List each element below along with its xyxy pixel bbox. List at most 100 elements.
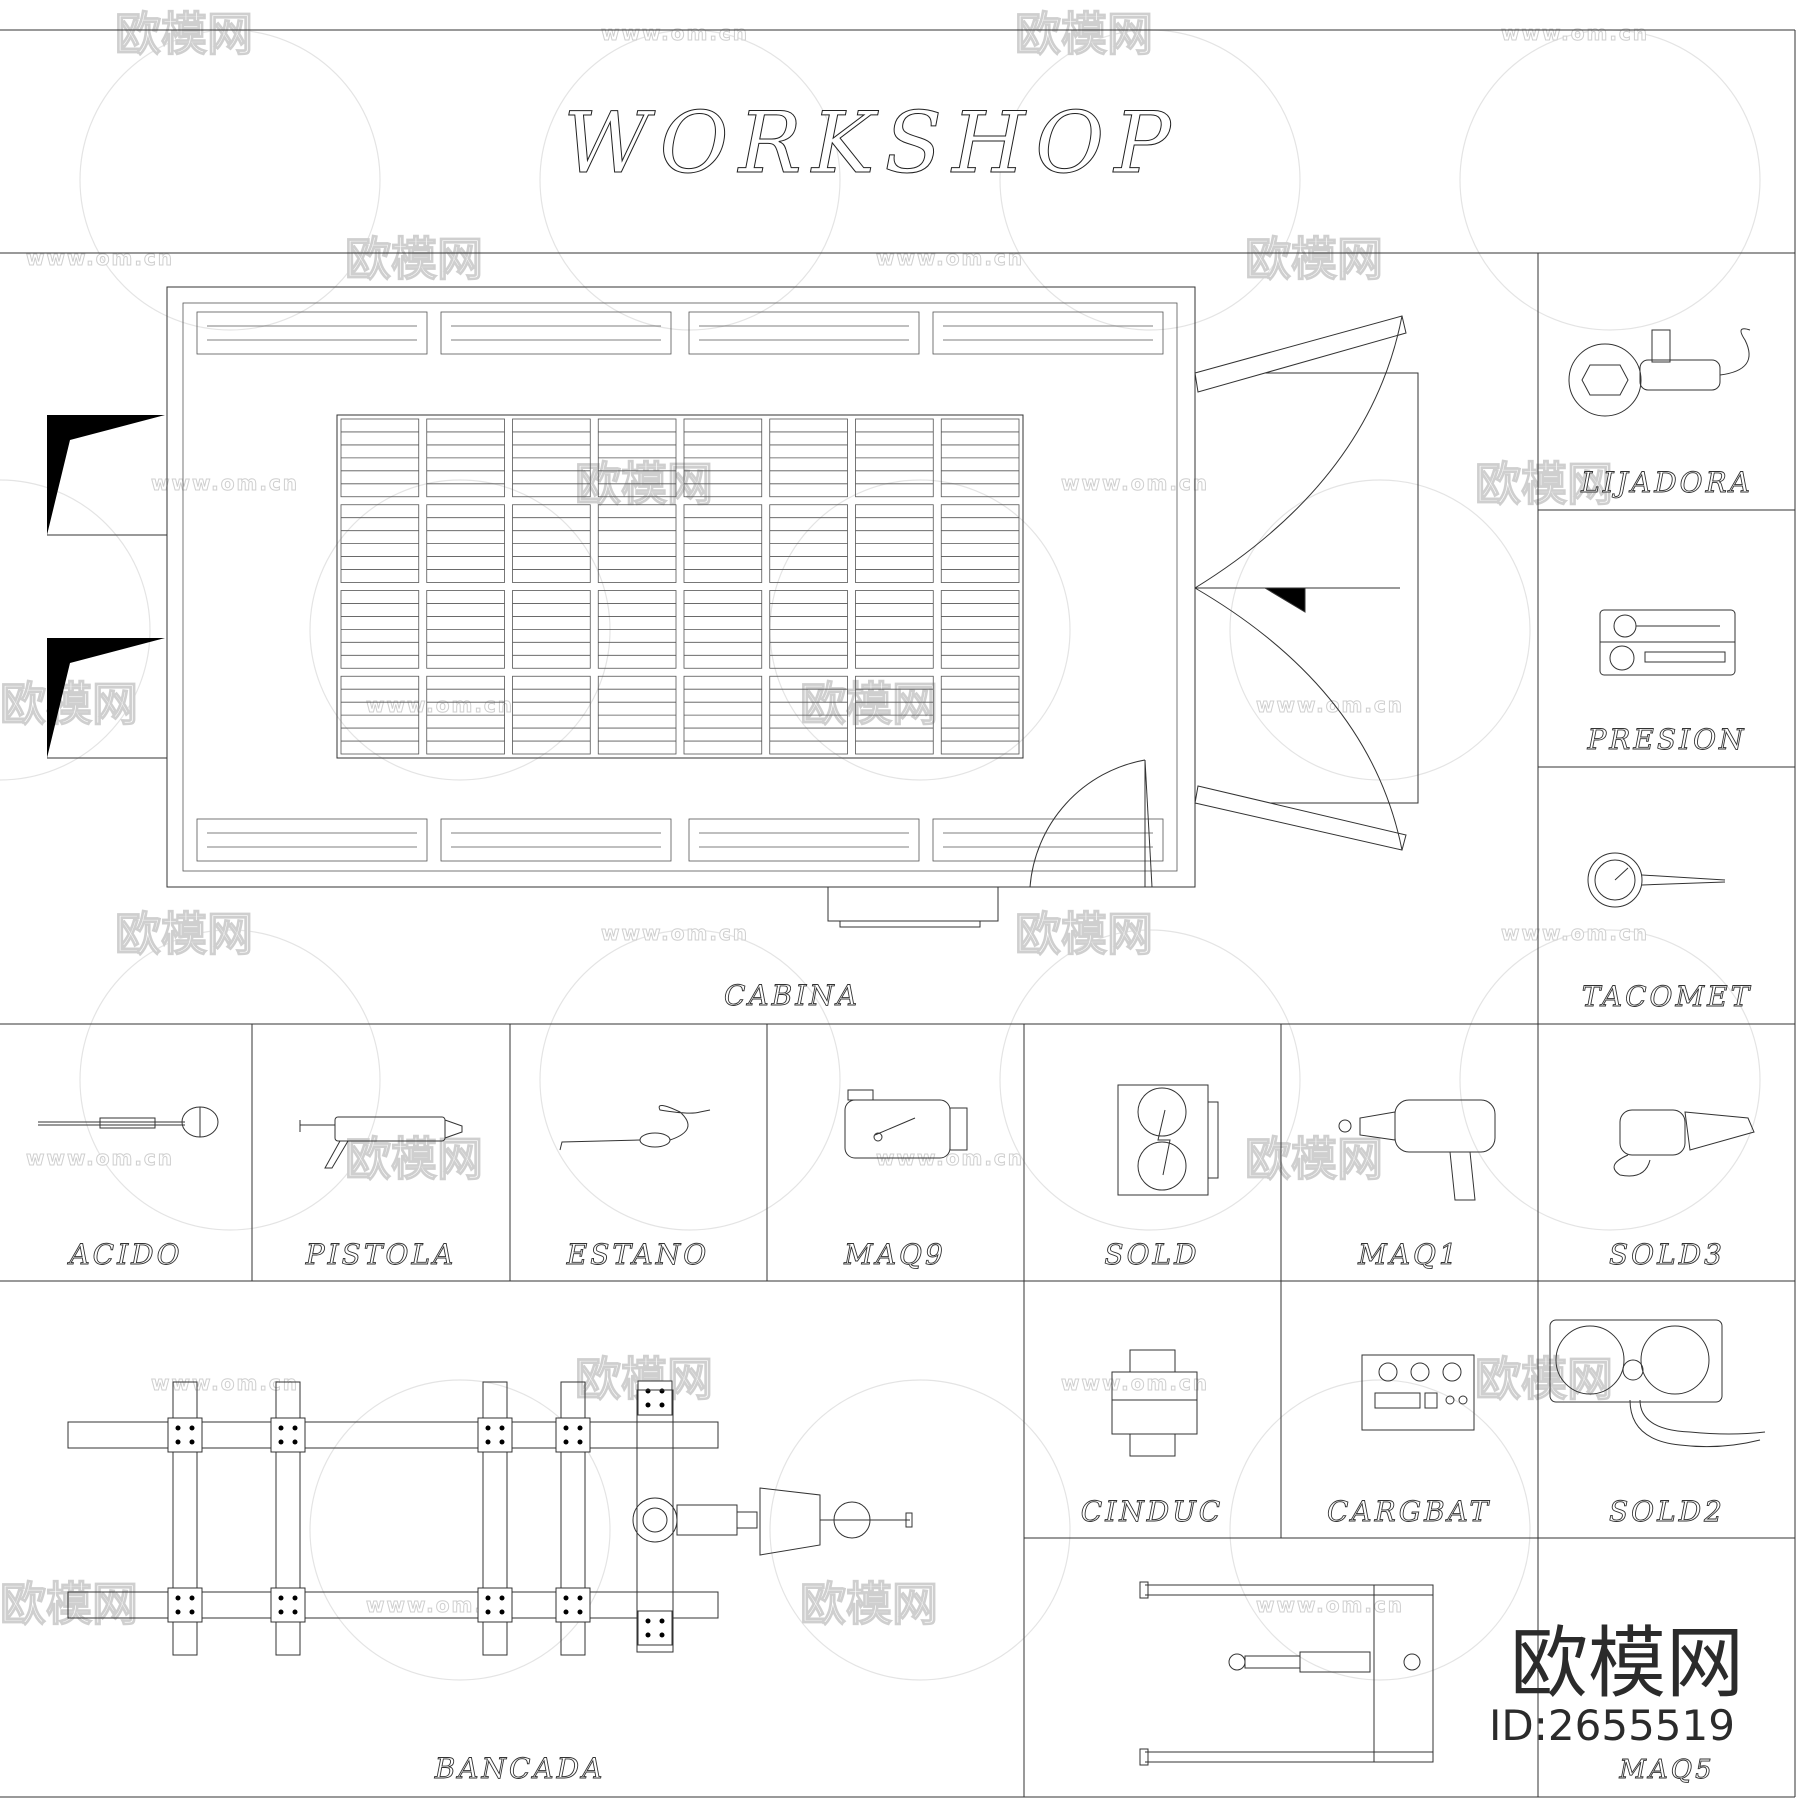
estano-label: ESTANO bbox=[566, 1238, 709, 1271]
bolt-plate bbox=[477, 1587, 513, 1623]
bolt-plate bbox=[167, 1417, 203, 1453]
bolt-plate bbox=[477, 1417, 513, 1453]
sold2-label: SOLD2 bbox=[1609, 1495, 1725, 1528]
grate-cell bbox=[769, 504, 848, 583]
grate-cell bbox=[683, 590, 763, 669]
grate-cell bbox=[426, 418, 505, 498]
watermark-ring bbox=[1229, 479, 1531, 781]
grate-cell bbox=[855, 418, 934, 498]
watermark-logo: 欧模网 bbox=[1475, 1352, 1613, 1406]
bolt-plate bbox=[637, 1610, 673, 1646]
grate-cell bbox=[426, 590, 505, 669]
bench-post bbox=[270, 1381, 306, 1656]
booth-double-door bbox=[1194, 315, 1419, 851]
watermark-url: www.om.cn bbox=[601, 921, 749, 945]
tool-acido: ACIDO bbox=[38, 1106, 219, 1271]
grate-cell bbox=[426, 504, 505, 583]
grate-cell bbox=[855, 590, 934, 669]
grease-gun-icon bbox=[299, 1116, 463, 1169]
watermark-logo: 欧模网 bbox=[1475, 457, 1613, 511]
grate-cell bbox=[769, 675, 848, 755]
pressure-kit-icon bbox=[1599, 609, 1736, 676]
sander-icon bbox=[1568, 328, 1751, 417]
tachometer-icon bbox=[1587, 852, 1726, 908]
grate-cell bbox=[512, 418, 591, 498]
grate-cell bbox=[340, 675, 420, 755]
grate-cell bbox=[683, 418, 763, 498]
tool-maq5: MAQ5 bbox=[1139, 1581, 1714, 1785]
tool-cinduc: CINDUC bbox=[1080, 1349, 1221, 1528]
watermark-logo: 欧模网 bbox=[1015, 7, 1153, 61]
watermark-ring bbox=[1229, 1379, 1531, 1681]
watermark-url: www.om.cn bbox=[151, 471, 299, 495]
acid-hydrometer-icon bbox=[38, 1106, 219, 1138]
grate-cell bbox=[597, 504, 677, 583]
bench-pull-tower bbox=[632, 1389, 913, 1653]
maq1-label: MAQ1 bbox=[1357, 1238, 1460, 1271]
grate-cell bbox=[512, 675, 591, 755]
drawing-frame bbox=[0, 29, 1796, 1798]
booth-floor-grate bbox=[336, 414, 1024, 759]
watermark-logo: 欧模网 bbox=[1245, 232, 1383, 286]
grate-cell bbox=[855, 504, 934, 583]
battery-charger-icon bbox=[1361, 1354, 1475, 1431]
presion-label: PRESION bbox=[1586, 723, 1746, 756]
watermark-logo: 欧模网 bbox=[115, 7, 253, 61]
bolt-plate bbox=[637, 1380, 673, 1416]
booth-light-fixture bbox=[440, 818, 672, 862]
bolt-plate bbox=[167, 1587, 203, 1623]
machine-1-icon bbox=[1338, 1099, 1496, 1201]
brand-id: ID:2655519 bbox=[1489, 1701, 1735, 1750]
watermark-ring bbox=[309, 479, 611, 781]
induction-unit-icon bbox=[1111, 1349, 1198, 1457]
grate-cell bbox=[340, 590, 420, 669]
watermark-ring bbox=[79, 29, 381, 331]
watermark-logo: 欧模网 bbox=[1015, 907, 1153, 961]
watermark-url: www.om.cn bbox=[1501, 921, 1649, 945]
grate-cell bbox=[597, 418, 677, 498]
watermark-ring bbox=[999, 929, 1301, 1231]
tool-maq9: MAQ9 bbox=[843, 1089, 968, 1271]
watermark-url: www.om.cn bbox=[151, 1371, 299, 1395]
watermark-logo: 欧模网 bbox=[345, 232, 483, 286]
maq5-label: MAQ5 bbox=[1618, 1755, 1714, 1785]
watermark-ring bbox=[79, 929, 381, 1231]
tool-sold3: SOLD3 bbox=[1609, 1109, 1755, 1271]
grate-cell bbox=[855, 675, 934, 755]
watermark-url: www.om.cn bbox=[876, 246, 1024, 270]
booth-light-fixture bbox=[932, 818, 1164, 862]
bench-post bbox=[555, 1381, 591, 1656]
machine-9-icon bbox=[844, 1089, 968, 1159]
tacomet-label: TACOMET bbox=[1582, 980, 1753, 1013]
bolt-plate bbox=[270, 1587, 306, 1623]
welder-icon bbox=[1117, 1084, 1219, 1196]
welder-2-icon bbox=[1549, 1319, 1766, 1448]
drawing-title: WORKSHOP bbox=[563, 94, 1180, 192]
watermark-ring bbox=[769, 479, 1071, 781]
tool-pistola: PISTOLA bbox=[299, 1116, 463, 1271]
watermark-ring bbox=[539, 929, 841, 1231]
brand-stamp: 欧模网 ID:2655519 bbox=[1489, 1619, 1744, 1750]
watermark-ring bbox=[309, 1379, 611, 1681]
watermark-ring bbox=[769, 1379, 1071, 1681]
cargbat-label: CARGBAT bbox=[1327, 1495, 1491, 1528]
bench-posts bbox=[167, 1380, 673, 1656]
tool-presion: PRESION bbox=[1586, 609, 1746, 756]
watermark-url: www.om.cn bbox=[26, 1146, 174, 1170]
tool-tacomet: TACOMET bbox=[1581, 852, 1753, 1013]
tool-cargbat: CARGBAT bbox=[1327, 1354, 1491, 1528]
booth-light-fixture bbox=[196, 818, 428, 862]
tool-lijadora: LIJADORA bbox=[1568, 328, 1753, 499]
watermark-url: www.om.cn bbox=[1061, 1371, 1209, 1395]
watermark-url: www.om.cn bbox=[1256, 1593, 1404, 1617]
watermark-url: www.om.cn bbox=[1061, 471, 1209, 495]
watermark-logo: 欧模网 bbox=[1245, 1132, 1383, 1186]
tool-sold2: SOLD2 bbox=[1549, 1319, 1766, 1528]
grate-cell bbox=[340, 504, 420, 583]
grate-cell bbox=[940, 675, 1020, 755]
lijadora-label: LIJADORA bbox=[1580, 466, 1753, 499]
watermark-logo: 欧模网 bbox=[800, 1577, 938, 1631]
grate-cell bbox=[683, 675, 763, 755]
booth-exhaust-markers bbox=[47, 415, 167, 759]
